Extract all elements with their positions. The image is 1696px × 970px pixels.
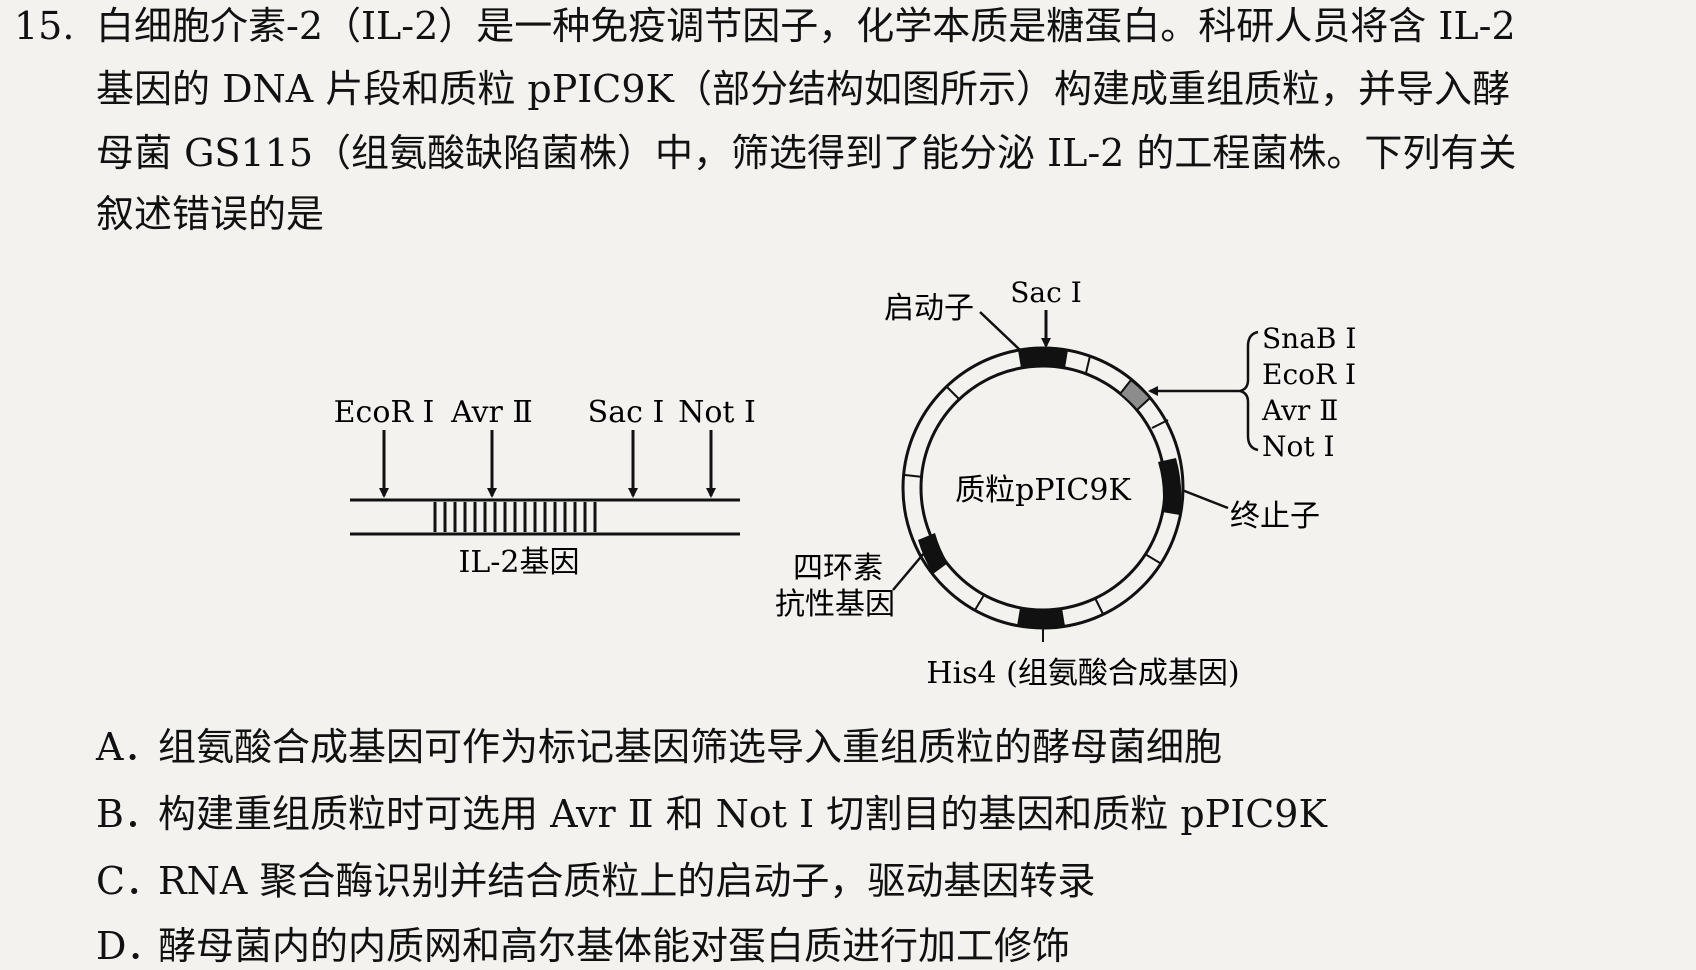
question-stem-line-3: 母菌 GS115（组氨酸缺陷菌株）中，筛选得到了能分泌 IL-2 的工程菌株。下…	[96, 131, 1517, 175]
mcs-site-1: SnaB Ⅰ	[1262, 322, 1356, 355]
plasmid-name: 质粒pPIC9K	[955, 473, 1131, 508]
il2-gene-region	[433, 502, 597, 532]
terminator-label: 终止子	[1230, 499, 1320, 534]
option-c-text: RNA 聚合酶识别并结合质粒上的启动子，驱动基因转录	[158, 859, 1096, 903]
mcs-site-3: Avr Ⅱ	[1261, 394, 1338, 427]
promoter-segment	[1018, 347, 1068, 368]
mcs-bracket	[1239, 330, 1259, 452]
question-stem-line-4: 叙述错误的是	[96, 192, 325, 236]
option-b-text: 构建重组质粒时可选用 Avr Ⅱ 和 Not Ⅰ 切割目的基因和质粒 pPIC9…	[158, 792, 1327, 836]
label-saci-plasmid: Sac Ⅰ	[1010, 276, 1082, 309]
option-d[interactable]: D．酵母菌内的内质网和高尔基体能对蛋白质进行加工修饰	[96, 922, 1070, 970]
label-avrii-left: Avr Ⅱ	[450, 395, 533, 430]
mcs-site-4: Not Ⅰ	[1262, 430, 1335, 463]
label-noti-left: Not Ⅰ	[678, 395, 756, 430]
tet-resistance-segment	[918, 533, 948, 574]
terminator-segment	[1158, 458, 1182, 515]
question-stem-line-2: 基因的 DNA 片段和质粒 pPIC9K（部分结构如图所示）构建成重组质粒，并导…	[96, 67, 1510, 111]
question-number: 15.	[14, 4, 75, 48]
il2-dna-fragment: EcoR Ⅰ Avr Ⅱ Sac Ⅰ Not Ⅰ IL-2基因	[334, 395, 756, 580]
option-a[interactable]: A．组氨酸合成基因可作为标记基因筛选导入重组质粒的酵母菌细胞	[96, 723, 1222, 771]
tet-leader	[892, 551, 926, 591]
option-a-label: A．	[96, 725, 162, 769]
option-d-text: 酵母菌内的内质网和高尔基体能对蛋白质进行加工修饰	[158, 924, 1071, 968]
option-a-text: 组氨酸合成基因可作为标记基因筛选导入重组质粒的酵母菌细胞	[158, 725, 1223, 769]
tet-label-line1: 四环素	[793, 551, 883, 586]
promoter-label: 启动子	[884, 291, 974, 326]
his4-segment	[1017, 608, 1065, 629]
label-saci-left: Sac Ⅰ	[588, 395, 665, 430]
tet-label-line2: 抗性基因	[775, 587, 895, 622]
terminator-leader	[1181, 488, 1229, 510]
option-b[interactable]: B．构建重组质粒时可选用 Avr Ⅱ 和 Not Ⅰ 切割目的基因和质粒 pPI…	[96, 790, 1327, 838]
il2-gene-label: IL-2基因	[459, 545, 580, 580]
question-stem-line-1: 白细胞介素-2（IL-2）是一种免疫调节因子，化学本质是糖蛋白。科研人员将含 I…	[96, 4, 1516, 48]
plasmid-ppic9k: 质粒pPIC9K Sac Ⅰ 启动子 SnaB Ⅰ EcoR Ⅰ Avr Ⅱ N…	[775, 276, 1356, 691]
mcs-segment	[1118, 378, 1152, 412]
option-c-label: C．	[96, 859, 164, 903]
label-ecori-left: EcoR Ⅰ	[334, 395, 435, 430]
his4-label: His4 (组氨酸合成基因)	[926, 656, 1239, 691]
option-b-label: B．	[96, 792, 162, 836]
option-c[interactable]: C．RNA 聚合酶识别并结合质粒上的启动子，驱动基因转录	[96, 857, 1095, 905]
mcs-site-2: EcoR Ⅰ	[1262, 358, 1356, 391]
option-d-label: D．	[96, 924, 165, 968]
promoter-leader	[979, 311, 1021, 351]
